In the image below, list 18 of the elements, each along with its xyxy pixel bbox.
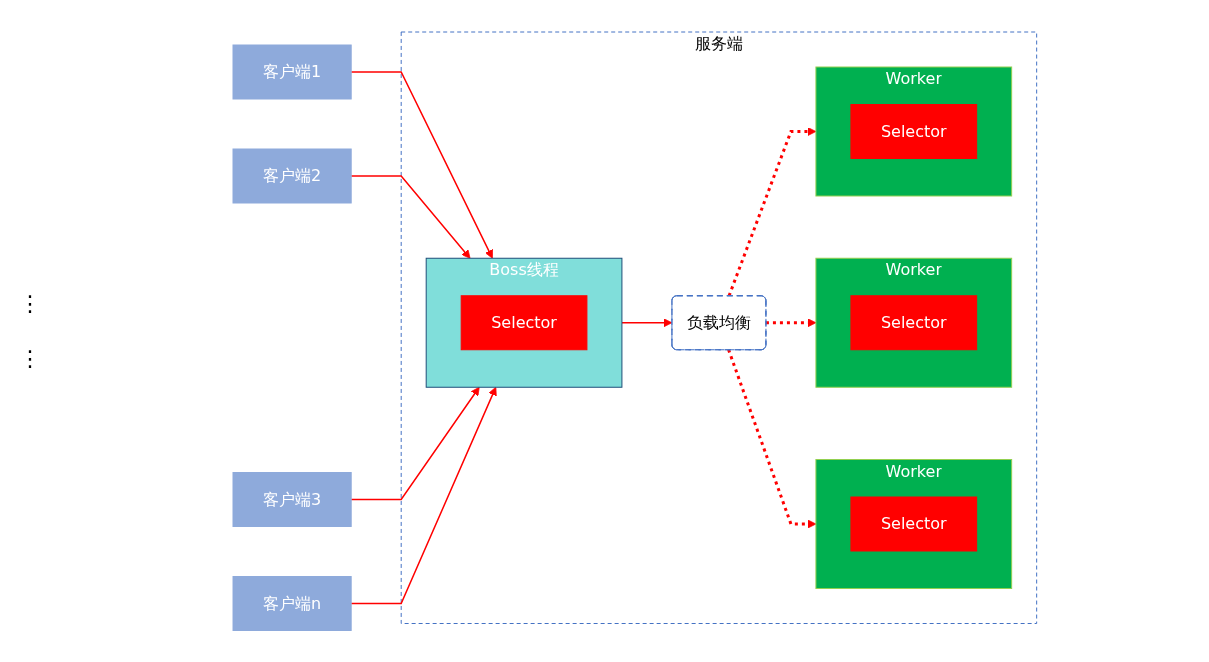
node-box: Selector [460,295,588,350]
arrow [350,175,471,259]
ellipsis-mark: ⋮ [19,291,41,316]
ellipsis-mark: ⋮ [19,346,41,371]
node-box: 客户端2 [232,148,352,204]
arrow [350,386,480,500]
arrow [350,386,497,604]
arrow [727,126,816,297]
node-box: 客户端n [232,575,352,631]
node-box: Selector [850,103,977,159]
node-box: Selector [850,295,977,350]
node-box: 客户端3 [232,471,352,527]
node-box: Selector [850,496,977,552]
arrow [350,71,493,259]
node-box: 客户端1 [232,44,352,100]
arrow [726,349,816,529]
arrow [620,318,672,327]
arrow [765,318,816,327]
